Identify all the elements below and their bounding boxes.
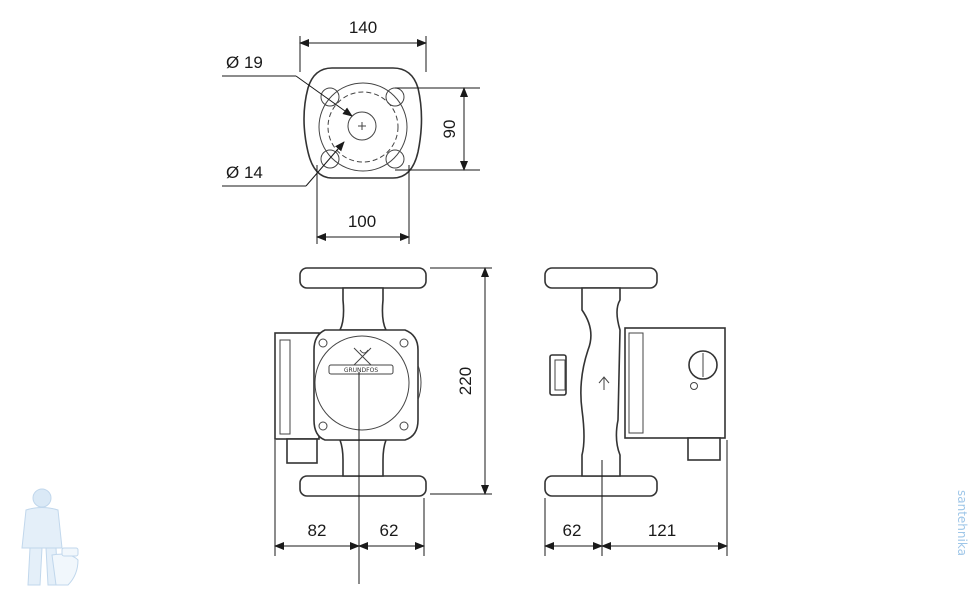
front-view: GRUNDFOS 220 82 62 (274, 267, 492, 584)
front-top-flange (299, 267, 427, 289)
front-motor-face (314, 335, 410, 431)
flange-bolt-circle (327, 91, 399, 163)
top-view: 140 90 100 Ø 19 Ø 14 (222, 18, 480, 244)
front-logo-text: GRUNDFOS (344, 367, 378, 374)
side-motor (624, 327, 726, 439)
screw-br (399, 421, 409, 431)
grundfos-logo-icon (353, 347, 372, 366)
bolt-hole-br (385, 149, 405, 169)
front-terminal-box (274, 332, 320, 440)
screw-bl (318, 421, 328, 431)
bolt-hole-tl (320, 87, 340, 107)
dim-100-label: 100 (348, 212, 376, 231)
screw-tr (399, 338, 409, 348)
screw-tl (318, 338, 328, 348)
flow-arrow-icon (598, 376, 610, 390)
front-motor-housing (313, 329, 419, 441)
watermark-text: santehnika (955, 490, 969, 556)
side-view: 62 121 (544, 267, 728, 556)
dim-121-label: 121 (648, 521, 676, 540)
plumber-mascot-icon (21, 488, 79, 586)
bolt-hole-bl (320, 149, 340, 169)
dim-dia19-label: Ø 19 (226, 53, 263, 72)
dim-90-label: 90 (440, 120, 459, 139)
dim-140-label: 140 (349, 18, 377, 37)
flange-inner-ring (318, 82, 408, 172)
dim-62-front-label: 62 (380, 521, 399, 540)
dim-82-label: 82 (308, 521, 327, 540)
bore-circle (347, 111, 377, 141)
dim-dia14-label: Ø 14 (226, 163, 263, 182)
side-top-flange (544, 267, 658, 289)
front-bottom-flange (299, 475, 427, 497)
dim-220-label: 220 (456, 367, 475, 395)
dim-62-side-label: 62 (563, 521, 582, 540)
side-bottom-flange (544, 475, 658, 497)
